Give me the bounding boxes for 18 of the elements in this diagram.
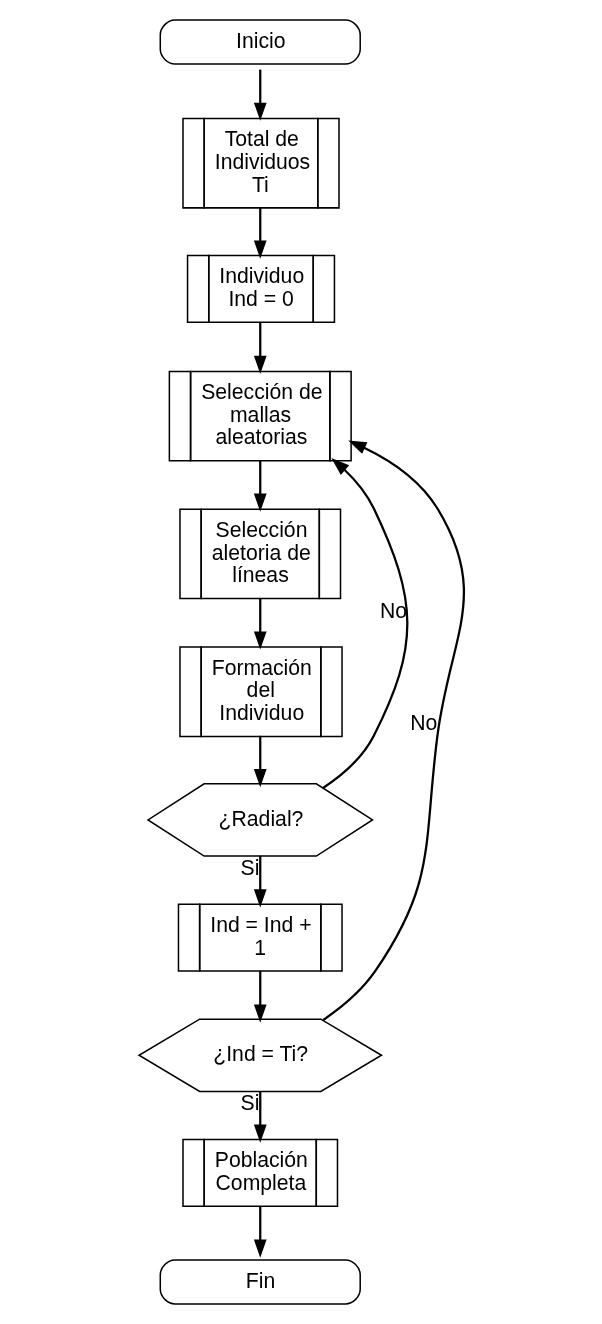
arrow [253,69,267,121]
arrow [253,322,267,374]
edge-label: No [409,710,437,734]
node-box: Inicio [159,19,361,65]
arrow [253,735,267,788]
arrow [253,460,267,512]
edge-label: Si [240,1090,259,1114]
edge-label: Si [240,855,259,879]
arrow [253,1206,267,1258]
arrow [253,598,267,650]
arrow [253,207,267,259]
arrow [253,855,267,908]
arrow [253,971,267,1023]
arrow [322,440,465,1021]
node-box: Fin [159,1259,361,1305]
arrow [253,1091,267,1143]
edge-label: No [379,599,407,623]
arrow [321,458,408,789]
